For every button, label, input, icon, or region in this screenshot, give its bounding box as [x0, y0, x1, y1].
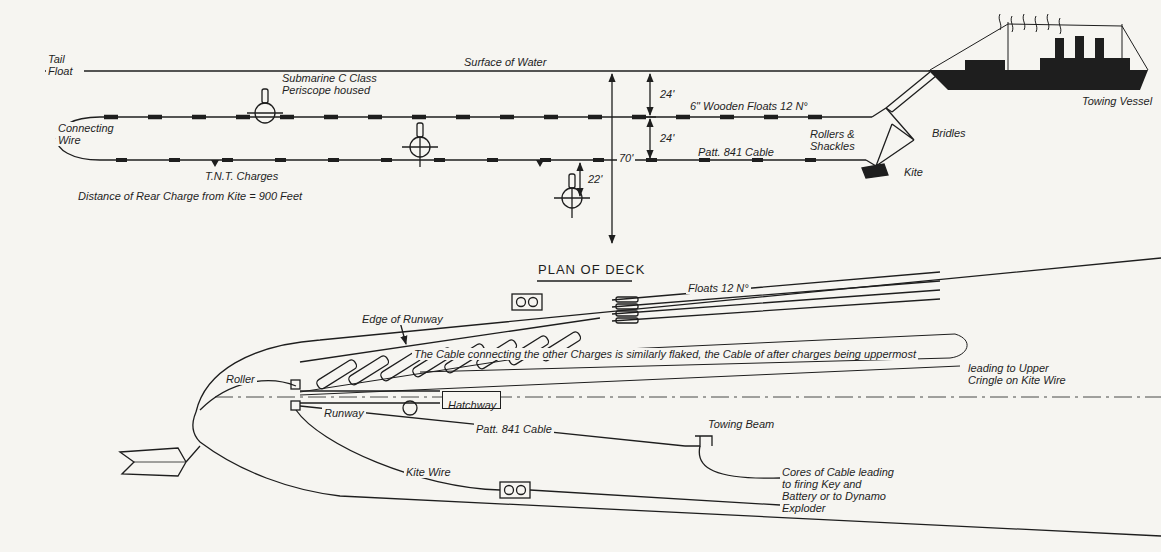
floats	[612, 272, 940, 321]
drawing-line	[571, 188, 572, 218]
submarine	[402, 123, 438, 167]
callout-label: Cores of Cable leading to firing Key and…	[780, 466, 896, 514]
drawing-line	[247, 112, 283, 113]
drawing-rect	[616, 297, 638, 302]
callout-label: Runway	[322, 407, 366, 419]
drawing-rect	[1055, 38, 1064, 60]
drawing-circle	[505, 486, 514, 495]
callout-label: Roller	[224, 373, 257, 385]
drawing-circle	[529, 298, 538, 307]
water-surface	[45, 70, 935, 71]
callout-label: Distance of Rear Charge from Kite = 900 …	[76, 190, 304, 202]
drawing-rect	[500, 482, 530, 498]
kite	[120, 446, 200, 476]
callout-label: 22'	[586, 173, 604, 185]
callout-label: Surface of Water	[462, 56, 548, 68]
drawing-circle	[517, 486, 526, 495]
roller	[291, 401, 300, 410]
leader	[400, 322, 406, 344]
drawing-rect	[616, 304, 638, 309]
float-ends	[616, 297, 638, 323]
drawing-rect	[1075, 36, 1084, 60]
callout-label: T.N.T. Charges	[203, 170, 280, 182]
drawing-line	[134, 462, 186, 463]
submarine	[247, 89, 283, 123]
drawing-rect	[315, 358, 358, 390]
hatchway-box: Hatchway	[442, 391, 501, 409]
callout-label: Kite Wire	[404, 466, 453, 478]
cable-cores	[699, 446, 780, 478]
stern-overhang	[200, 381, 296, 410]
flaked-cable	[300, 334, 967, 395]
float-line	[100, 116, 872, 117]
winch	[512, 294, 542, 310]
drawing-rect	[616, 311, 638, 316]
towing-beam	[685, 436, 712, 446]
kite-wire	[296, 410, 780, 505]
callout-label: PLAN OF DECK	[536, 264, 647, 276]
heading-underline	[537, 280, 632, 281]
deck-edge	[196, 258, 1161, 412]
roller	[291, 380, 300, 389]
callout-label: 6" Wooden Floats 12 N°	[688, 100, 810, 112]
dimension-24b	[649, 119, 650, 158]
charges	[315, 330, 582, 390]
charge-marks	[211, 160, 544, 167]
drawing-rect	[1095, 38, 1104, 60]
drawing-rect	[512, 294, 542, 310]
drawing-rect	[262, 89, 268, 103]
submarine	[554, 174, 590, 218]
kite	[862, 164, 888, 178]
deck-plan	[120, 258, 1161, 536]
callout-label: Tail Float	[46, 53, 84, 77]
hatch-circle	[403, 401, 417, 415]
drawing-rect	[417, 123, 423, 137]
dimension-70	[611, 74, 612, 243]
callout-label: leading to Upper Cringle on Kite Wire	[966, 362, 1088, 386]
callout-label: Edge of Runway	[360, 313, 445, 325]
callout-label: Floats 12 N°	[686, 282, 751, 294]
callout-label: Patt. 841 Cable	[474, 423, 554, 435]
drawing-rect	[965, 60, 1005, 71]
bridle-wires	[886, 72, 936, 112]
towing-vessel	[928, 14, 1148, 90]
drawing-g	[930, 14, 1148, 70]
drawing-rect	[1040, 58, 1130, 71]
drawing-circle	[517, 298, 526, 307]
deck-edge	[200, 442, 1161, 536]
wooden-floats	[104, 115, 846, 120]
dimension-tick	[644, 116, 656, 117]
callout-label: 24'	[658, 88, 676, 100]
callout-label: Patt. 841 Cable	[696, 146, 776, 158]
callout-label: Bridles	[930, 127, 968, 139]
callout-label: 24'	[658, 132, 676, 144]
callout-label: The Cable connecting the other Charges i…	[412, 348, 918, 360]
callout-label: 70'	[617, 152, 635, 164]
bridles	[876, 108, 914, 166]
drawing-path	[999, 14, 1061, 34]
stern	[193, 412, 200, 442]
tnt-charges	[116, 158, 846, 162]
centre-line	[215, 397, 1161, 398]
callout-label: Rollers & Shackles	[808, 128, 870, 152]
callout-label: Submarine C Class Periscope housed	[280, 72, 404, 96]
drawing-path	[928, 70, 1148, 90]
callout-label: Kite	[902, 166, 925, 178]
winch	[500, 482, 530, 498]
drawing-path	[930, 22, 1148, 70]
side-elevation	[45, 71, 936, 243]
callout-label: Towing Beam	[706, 418, 776, 430]
drawing-rect	[616, 318, 638, 323]
drawing-rect	[569, 174, 575, 188]
dimension-24a	[649, 74, 650, 115]
drawing-line	[419, 137, 420, 167]
runway	[300, 391, 440, 403]
box-label: Hatchway	[448, 399, 496, 411]
callout-label: Towing Vessel	[1080, 95, 1154, 107]
callout-label: Connecting Wire	[56, 122, 118, 146]
